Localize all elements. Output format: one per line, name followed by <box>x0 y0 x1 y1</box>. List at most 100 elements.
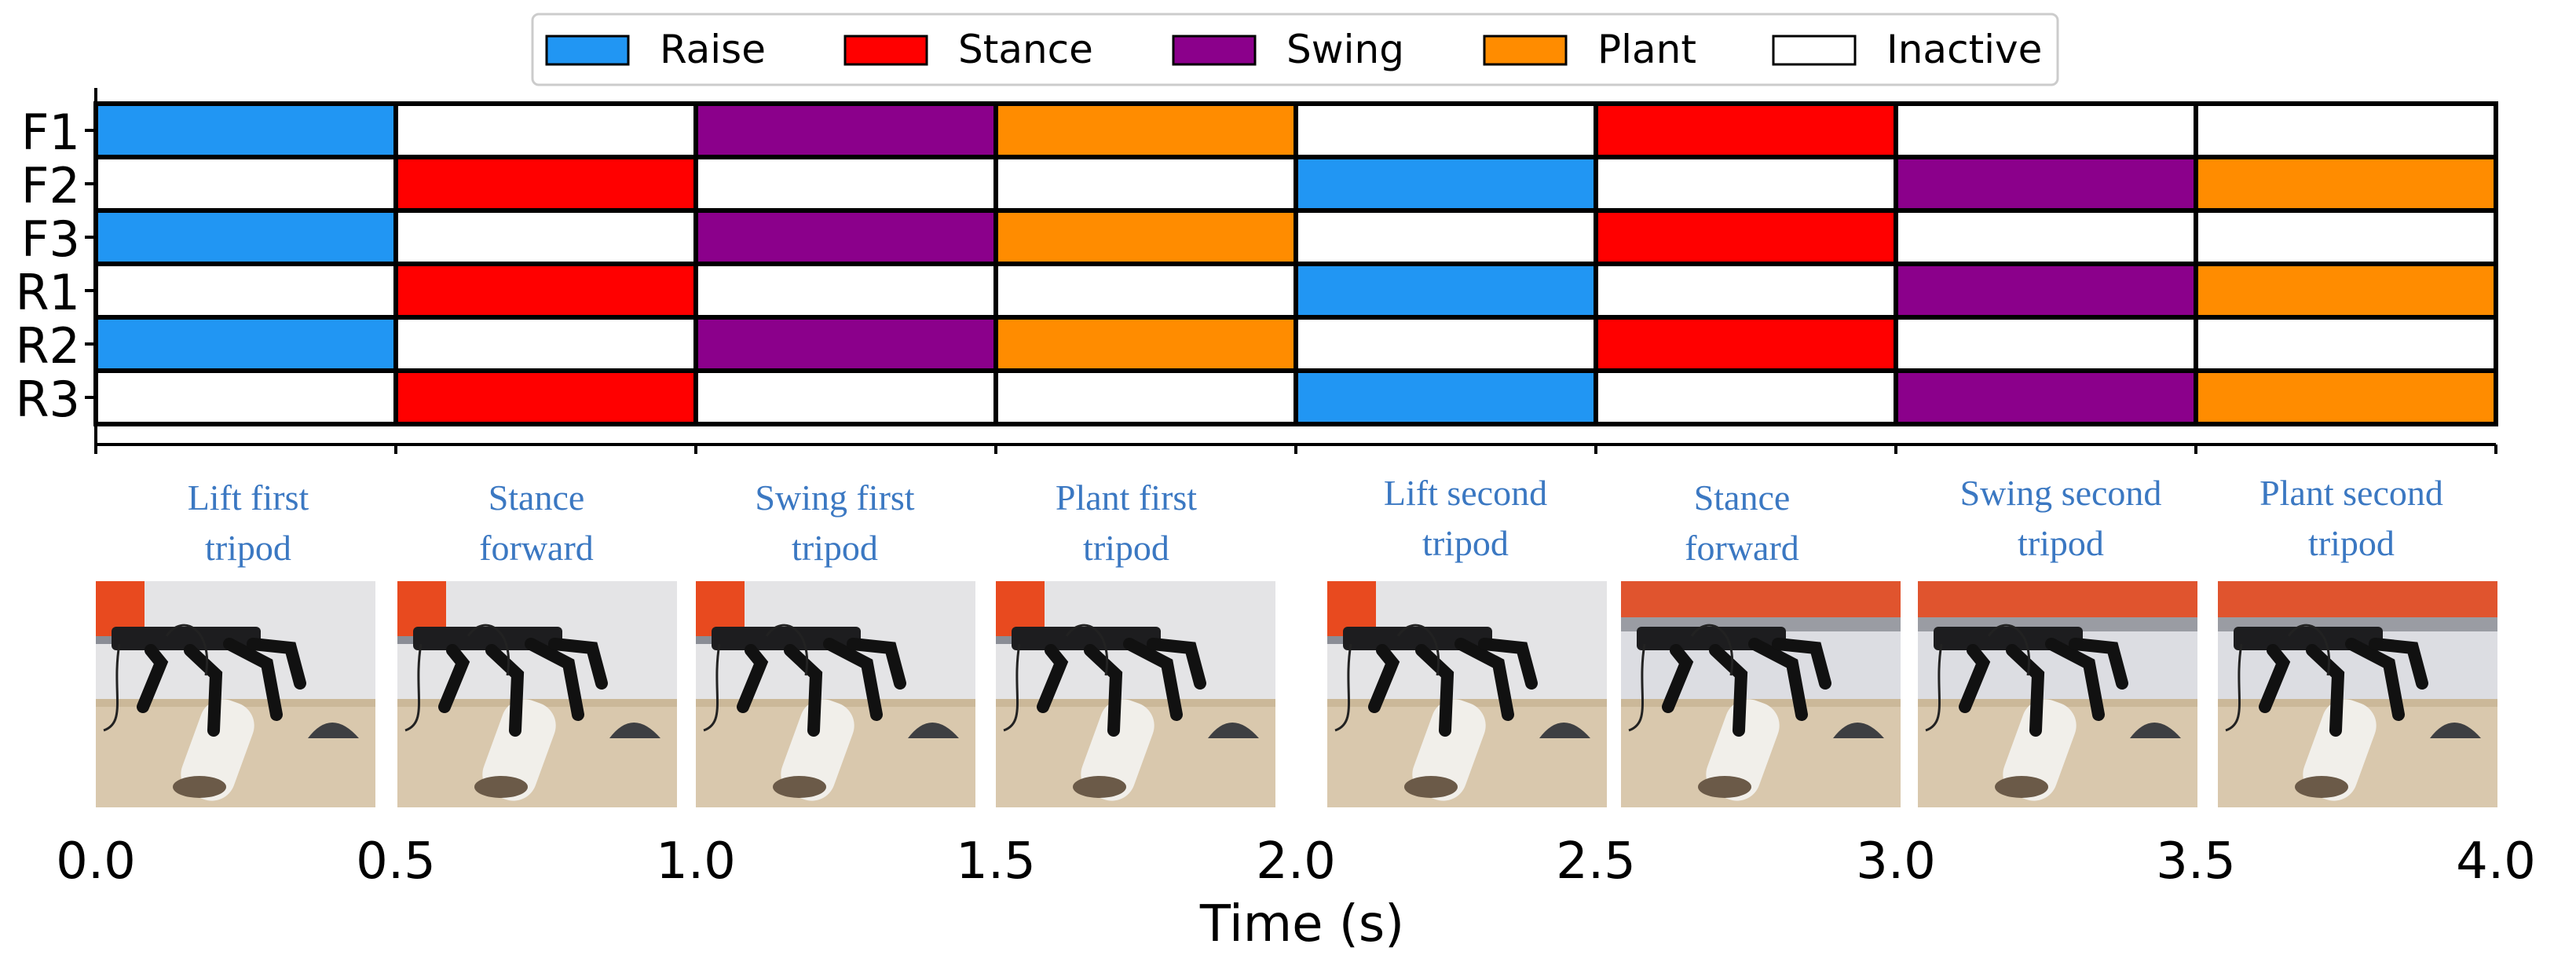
robot-photo <box>2218 581 2497 807</box>
robot-photo <box>996 581 1275 807</box>
gait-bars <box>93 101 2498 426</box>
bar-f1-3-swing <box>693 101 998 159</box>
bar-f2-2-stance <box>393 155 698 213</box>
phase-caption: Plant first tripod <box>985 473 1268 573</box>
bar-r2-3-swing <box>693 315 998 373</box>
phase-caption: Plant second tripod <box>2210 468 2493 569</box>
phase-caption: Swing second tripod <box>1919 468 2202 569</box>
robot-photo <box>1621 581 1901 807</box>
bar-f2-7-swing <box>1894 155 2198 213</box>
bar-f1-1-raise <box>93 101 398 159</box>
y-tick-label-r3: R3 <box>15 371 80 428</box>
phase-caption-line: tripod <box>1422 523 1509 563</box>
bar-r2-1-raise <box>93 315 398 373</box>
x-tick-label: 0.0 <box>56 832 136 891</box>
bar-f2-5-raise <box>1293 155 1598 213</box>
legend-swatch-swing <box>1172 35 1257 66</box>
bar-f3-7-inactive <box>1894 208 2198 266</box>
bar-f3-2-inactive <box>393 208 698 266</box>
y-tick-label-r1: R1 <box>15 264 80 321</box>
x-tick-label: 2.0 <box>1256 832 1336 891</box>
phase-caption-line: forward <box>1685 528 1799 568</box>
phase-caption-line: Lift second <box>1383 473 1548 513</box>
bar-r3-5-raise <box>1293 368 1598 426</box>
legend-frame <box>531 13 2059 86</box>
legend-label-inactive: Inactive <box>1886 27 2042 72</box>
bar-r1-5-raise <box>1293 262 1598 320</box>
phase-caption-line: Swing second <box>1959 473 2162 513</box>
x-tick-label: 4.0 <box>2456 832 2536 891</box>
bar-f1-5-inactive <box>1293 101 1598 159</box>
legend-swatch-inactive <box>1772 35 1857 66</box>
phase-caption-line: tripod <box>205 528 291 568</box>
legend-swatch-stance <box>843 35 928 66</box>
x-tick-label: 0.5 <box>356 832 436 891</box>
legend-label-swing: Swing <box>1286 27 1404 72</box>
bar-r3-6-inactive <box>1594 368 1898 426</box>
phase-caption-line: tripod <box>792 528 878 568</box>
phase-caption-line: Plant second <box>2259 473 2443 513</box>
bar-r2-6-stance <box>1594 315 1898 373</box>
bar-f3-4-plant <box>993 208 1298 266</box>
bar-f3-1-raise <box>93 208 398 266</box>
phase-caption-line: Plant first <box>1055 478 1198 518</box>
bar-r3-7-swing <box>1894 368 2198 426</box>
bar-r2-8-inactive <box>2194 315 2498 373</box>
bar-f2-6-inactive <box>1594 155 1898 213</box>
robot-photo <box>397 581 677 807</box>
y-tick-label-f2: F2 <box>21 157 80 214</box>
x-tick-label: 3.5 <box>2156 832 2236 891</box>
bar-f3-8-inactive <box>2194 208 2498 266</box>
bar-r3-2-stance <box>393 368 698 426</box>
bar-r3-8-plant <box>2194 368 2498 426</box>
robot-photo <box>696 581 975 807</box>
bar-r1-4-inactive <box>993 262 1298 320</box>
bar-f2-1-inactive <box>93 155 398 213</box>
bar-r2-2-inactive <box>393 315 698 373</box>
bar-f1-8-inactive <box>2194 101 2498 159</box>
bar-f2-4-inactive <box>993 155 1298 213</box>
robot-photo <box>1327 581 1607 807</box>
phase-caption: Swing first tripod <box>693 473 976 573</box>
phase-caption-line: Stance <box>488 478 585 518</box>
bar-r2-4-plant <box>993 315 1298 373</box>
robot-photo <box>1918 581 2197 807</box>
bar-r1-8-plant <box>2194 262 2498 320</box>
legend-label-raise: Raise <box>660 27 766 72</box>
bar-f3-5-inactive <box>1293 208 1598 266</box>
bar-f3-3-swing <box>693 208 998 266</box>
bar-r3-1-inactive <box>93 368 398 426</box>
phase-caption-line: tripod <box>2308 523 2395 563</box>
x-tick-label: 1.0 <box>656 832 736 891</box>
legend-swatch-plant <box>1483 35 1568 66</box>
x-tick-label: 3.0 <box>1856 832 1936 891</box>
bar-f1-2-inactive <box>393 101 698 159</box>
phase-caption-line: tripod <box>2018 523 2104 563</box>
bar-r2-7-inactive <box>1894 315 2198 373</box>
bar-r3-4-inactive <box>993 368 1298 426</box>
legend-swatch-raise <box>545 35 630 66</box>
bar-r1-1-inactive <box>93 262 398 320</box>
phase-caption: Lift second tripod <box>1324 468 1607 569</box>
bar-f1-6-stance <box>1594 101 1898 159</box>
bar-r1-6-inactive <box>1594 262 1898 320</box>
robot-photo <box>96 581 375 807</box>
bar-f2-8-plant <box>2194 155 2498 213</box>
legend-label-plant: Plant <box>1597 27 1696 72</box>
x-axis-label: Time (s) <box>1199 895 1404 953</box>
bar-r1-3-inactive <box>693 262 998 320</box>
phase-caption-line: tripod <box>1083 528 1169 568</box>
bar-f1-7-inactive <box>1894 101 2198 159</box>
y-tick-label-f3: F3 <box>21 210 80 268</box>
bar-r1-7-swing <box>1894 262 2198 320</box>
phase-caption: Stance forward <box>395 473 678 573</box>
bar-f1-4-plant <box>993 101 1298 159</box>
y-tick-label-f1: F1 <box>21 104 80 161</box>
phase-caption-line: forward <box>479 528 594 568</box>
phase-caption-line: Swing first <box>755 478 915 518</box>
